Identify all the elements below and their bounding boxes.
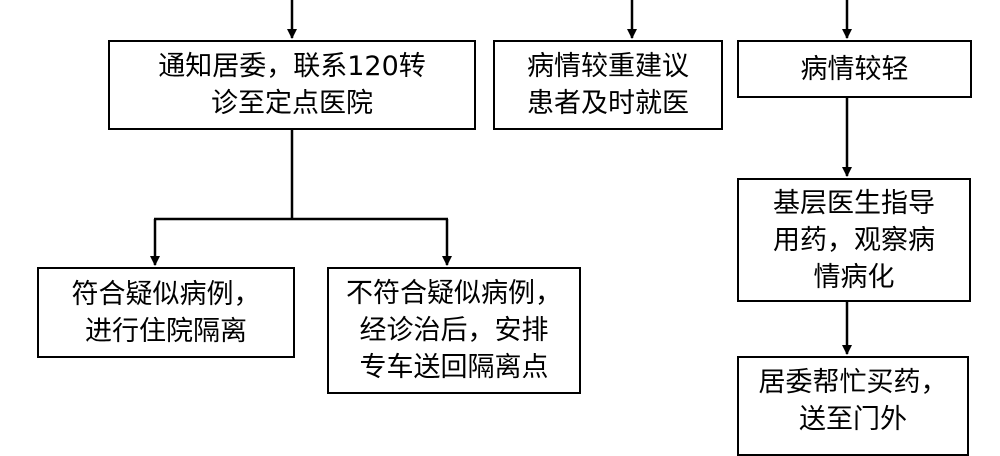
node-severe-line-2: 患者及时就医 — [527, 88, 689, 119]
node-suspect-line-1: 符合疑似病例， — [71, 278, 261, 310]
node-doctor-guidance: 基层医生指导 用药，观察病 情病化 — [737, 178, 971, 302]
node-doctor-line-1: 基层医生指导 — [773, 187, 935, 219]
flowchart: 通知居委，联系120转 诊至定点医院 病情较重建议 患者及时就医 病情较轻 基层… — [37, 0, 972, 456]
node-mild-condition: 病情较轻 — [737, 40, 972, 98]
node-notify-line-1: 通知居委，联系120转 — [158, 51, 426, 82]
node-buy-medicine: 居委帮忙买药， 送至门外 — [737, 356, 969, 456]
node-notify-committee: 通知居委，联系120转 诊至定点医院 — [108, 40, 476, 130]
node-suspect-line-2: 进行住院隔离 — [85, 315, 247, 347]
node-mild-line-1: 病情较轻 — [800, 53, 909, 85]
node-severe-line-1: 病情较重建议 — [527, 51, 689, 82]
node-notify-line-2: 诊至定点医院 — [211, 88, 373, 119]
node-doctor-line-3: 情病化 — [813, 261, 895, 293]
connectors — [150, 0, 852, 355]
node-not-suspected-case: 不符合疑似病例， 经诊治后，安排 专车送回隔离点 — [327, 267, 581, 394]
node-buy-line-2: 送至门外 — [799, 404, 907, 435]
node-not-suspect-line-2: 经诊治后，安排 — [359, 315, 549, 346]
node-not-suspect-line-3: 专车送回隔离点 — [359, 352, 549, 383]
node-doctor-line-2: 用药，观察病 — [773, 224, 935, 256]
node-suspected-case: 符合疑似病例， 进行住院隔离 — [37, 267, 295, 358]
node-buy-line-1: 居委帮忙买药， — [758, 367, 948, 398]
node-severe-condition: 病情较重建议 患者及时就医 — [493, 40, 723, 130]
node-not-suspect-line-1: 不符合疑似病例， — [346, 278, 562, 309]
